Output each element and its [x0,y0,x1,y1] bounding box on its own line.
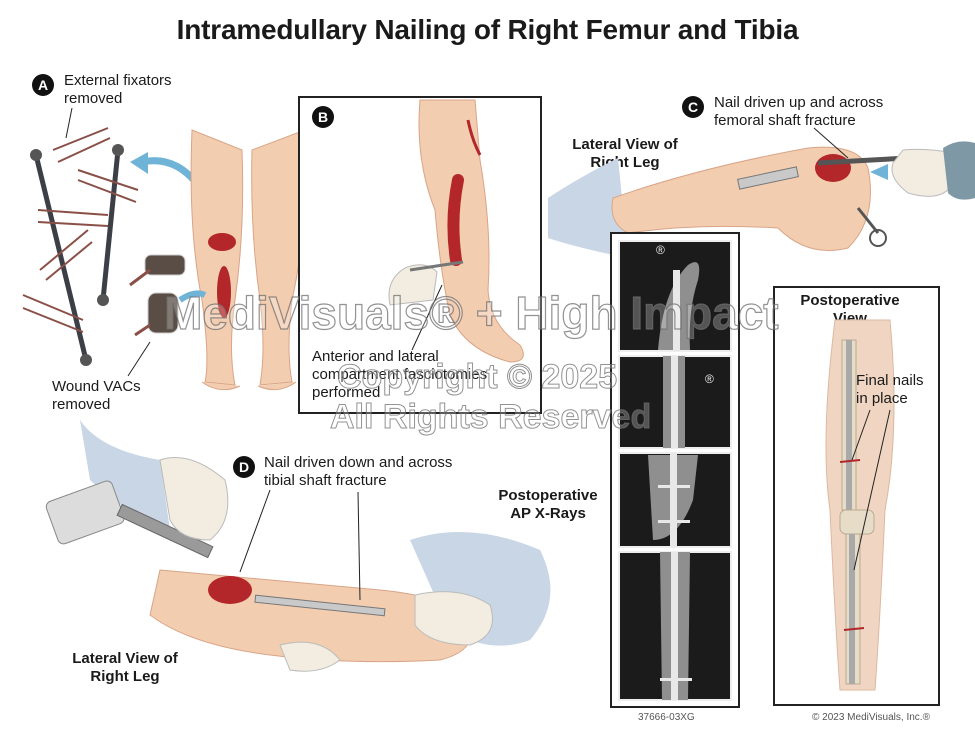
footer-copyright: © 2023 MediVisuals, Inc.® [812,712,930,723]
panel-a-label-top: External fixators removed [64,72,172,107]
panel-c-badge: C [682,96,704,118]
external-fixator-illustration [22,127,139,366]
postop-leg-illustration [825,319,895,691]
gloved-hand-scalpel-illustration [388,260,464,306]
xray-label: Postoperative AP X-Rays [498,487,598,522]
wound-vac-illustration [129,254,207,337]
panel-d-label: Nail driven down and across tibial shaft… [264,454,453,489]
panel-a-badge: A [32,74,54,96]
xray-marker-1: ® [656,243,665,257]
watermark-line-1: MediVisuals® + High Impact [163,286,779,339]
panel-b-label: Anterior and lateral compartment fasciot… [312,348,488,401]
femoral-nailing-illustration [548,141,975,258]
legs-illustration [190,129,306,391]
panel-c-view-label: Lateral View of Right Leg [572,136,678,171]
page-title: Intramedullary Nailing of Right Femur an… [176,14,799,45]
watermark-line-3: All Rights Reserved [329,398,652,437]
panel-a-label-bottom: Wound VACs removed [52,378,141,413]
panel-c-label: Nail driven up and across femoral shaft … [714,94,884,129]
xray-images [618,240,732,701]
xray-marker-2: ® [705,372,714,386]
fasciotomy-leg-illustration [418,99,524,363]
panel-d-badge: D [233,456,255,478]
figure-code: 37666-03XG [638,712,695,723]
watermark-line-2: Copyright © 2025 [336,358,618,397]
tibial-nailing-illustration [45,420,551,672]
panel-b-badge: B [312,106,334,128]
postop-label: Final nails in place [856,372,924,407]
panel-d-view-label: Lateral View of Right Leg [72,650,178,685]
